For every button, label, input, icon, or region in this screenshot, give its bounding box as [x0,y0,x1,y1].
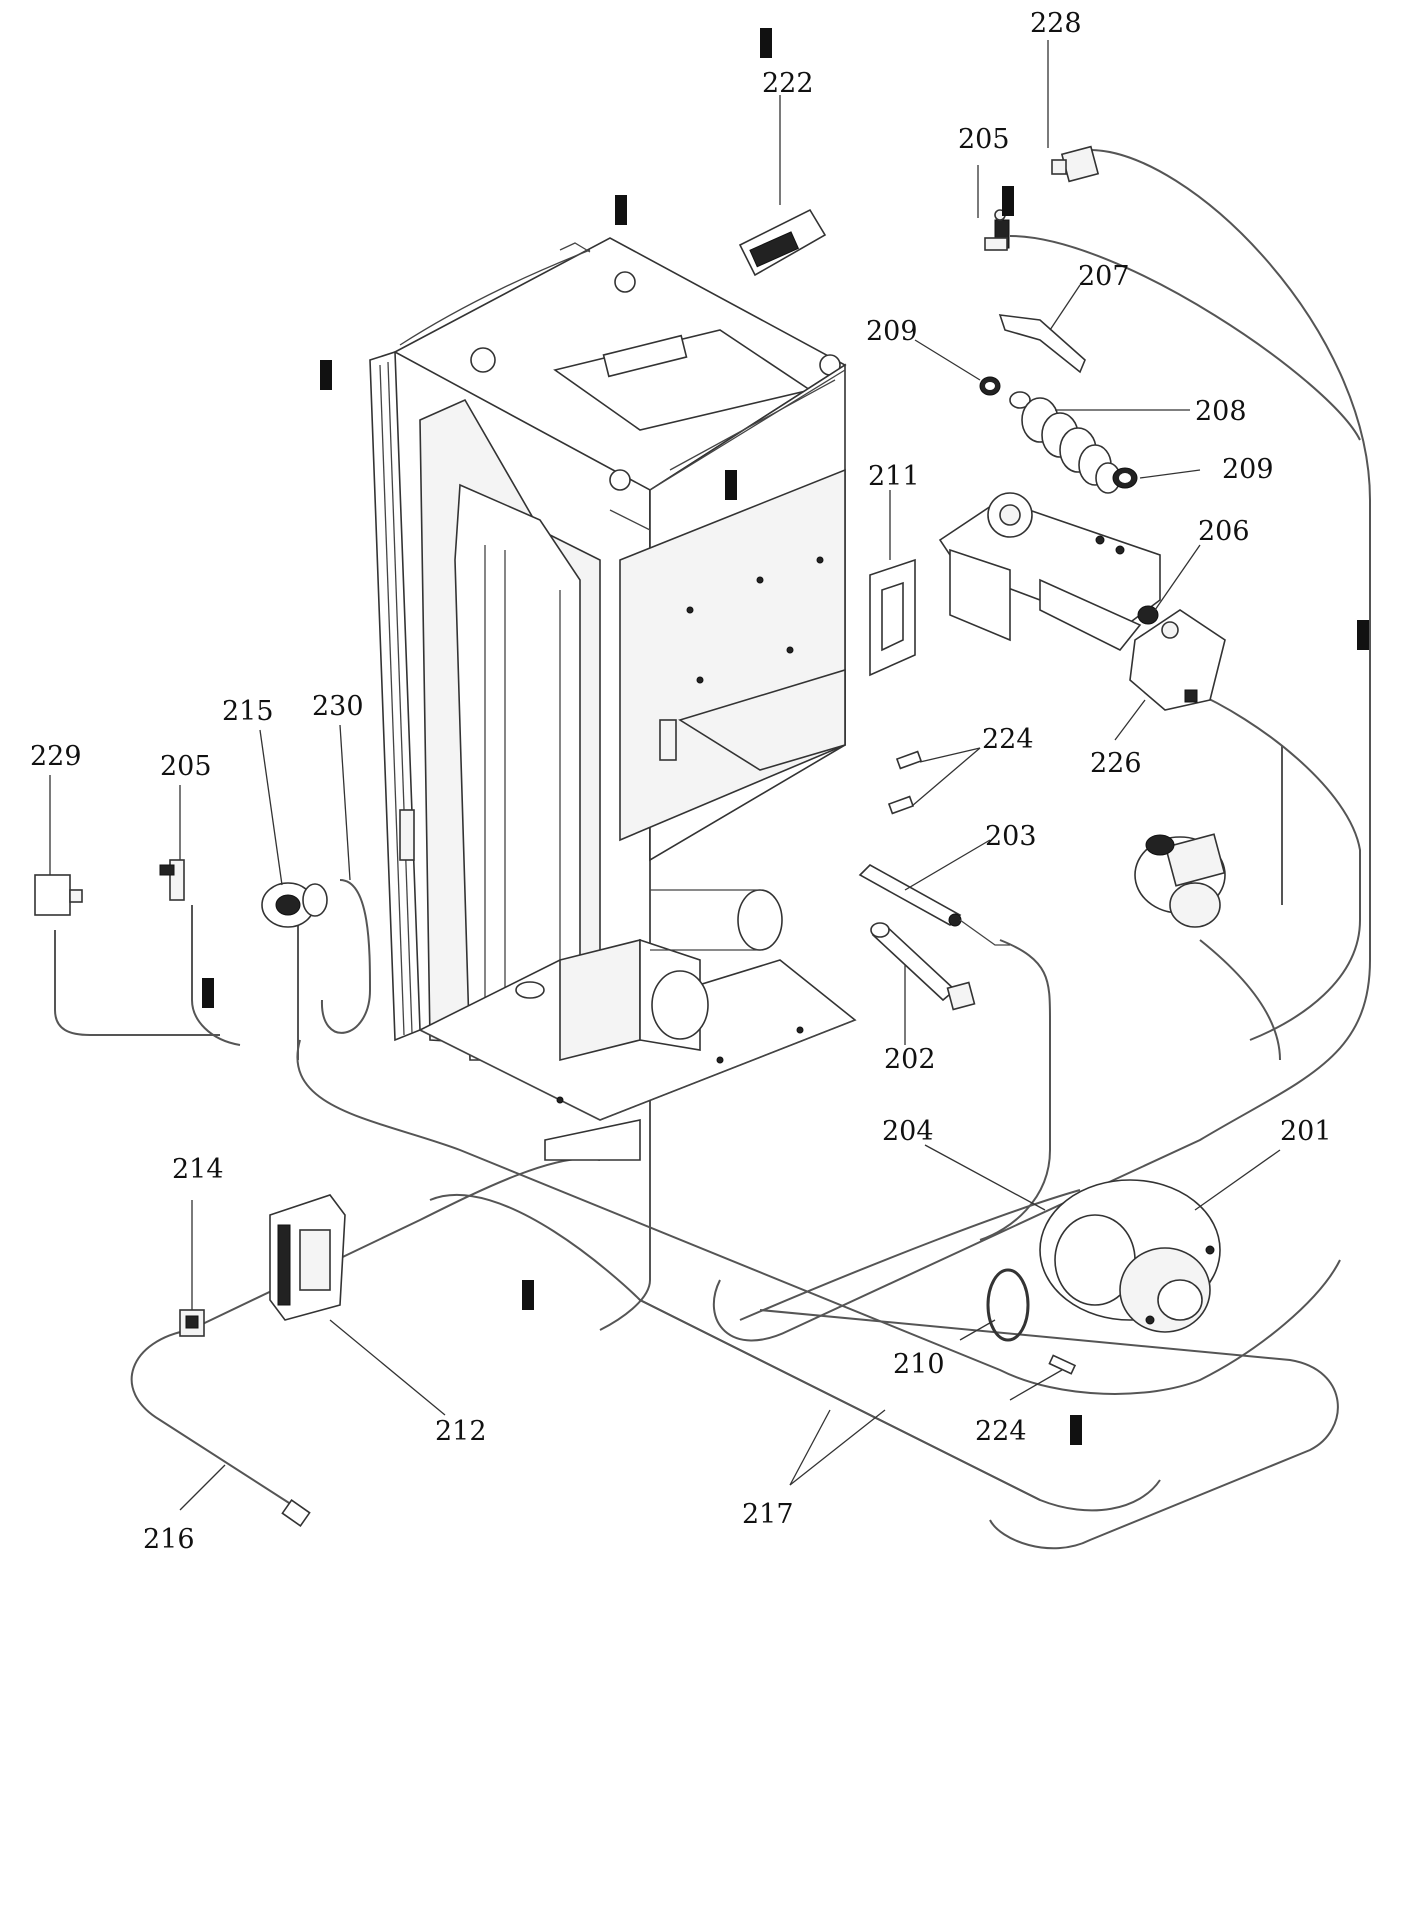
label-224-lower: 224 [975,1416,1027,1447]
cable-harness [54,149,1371,1550]
label-228: 228 [1030,8,1082,39]
gasket-ring-210 [986,1268,1030,1342]
gasket-211 [869,558,916,677]
label-211: 211 [868,461,920,492]
label-203: 203 [985,821,1037,852]
part-209-top [979,376,1001,396]
label-215: 215 [222,696,274,727]
label-229: 229 [30,741,82,772]
igniter-tube-202 [870,922,976,1011]
label-205-left: 205 [160,751,212,782]
part-206 [1137,605,1159,625]
part-209-lower [1112,467,1138,489]
part-205-top [984,209,1010,251]
leader-lines [49,40,1281,1511]
label-209-lower: 209 [1222,454,1274,485]
label-217: 217 [742,1499,794,1530]
part-205-left [159,859,185,901]
sensor-224-upper [887,750,923,815]
label-216: 216 [143,1524,195,1555]
gear-motor-226 [1129,609,1226,711]
exhaust-fan-201 [1039,1179,1221,1333]
part-228 [1051,145,1100,183]
sensor-224-lower [1048,1354,1077,1375]
part-214 [179,1309,205,1337]
label-204: 204 [882,1116,934,1147]
label-206: 206 [1198,516,1250,547]
label-202: 202 [884,1044,936,1075]
stove-body [369,237,857,1161]
label-230: 230 [312,691,364,722]
label-212: 212 [435,1416,487,1447]
part-207 [998,314,1086,374]
part-216 [281,1499,311,1527]
label-214: 214 [172,1154,224,1185]
label-208: 208 [1195,396,1247,427]
igniter-203 [858,864,1010,946]
label-224-upper: 224 [982,724,1034,755]
label-226: 226 [1090,748,1142,779]
circulator-pump [1134,833,1226,928]
label-205-top: 205 [958,124,1010,155]
control-board-212 [269,1194,346,1321]
label-201: 201 [1280,1116,1332,1147]
label-222: 222 [762,68,814,99]
part-labels: 201 202 203 204 205 205 206 207 208 209 … [30,8,1332,1555]
auger-208 [1009,391,1121,494]
label-210: 210 [893,1349,945,1380]
section-markers [202,28,1369,1445]
label-209-top: 209 [866,316,918,347]
auger-housing [938,492,1161,652]
part-229 [34,874,83,916]
part-215 [261,882,328,928]
label-207: 207 [1078,261,1130,292]
control-panel-222 [738,208,827,277]
